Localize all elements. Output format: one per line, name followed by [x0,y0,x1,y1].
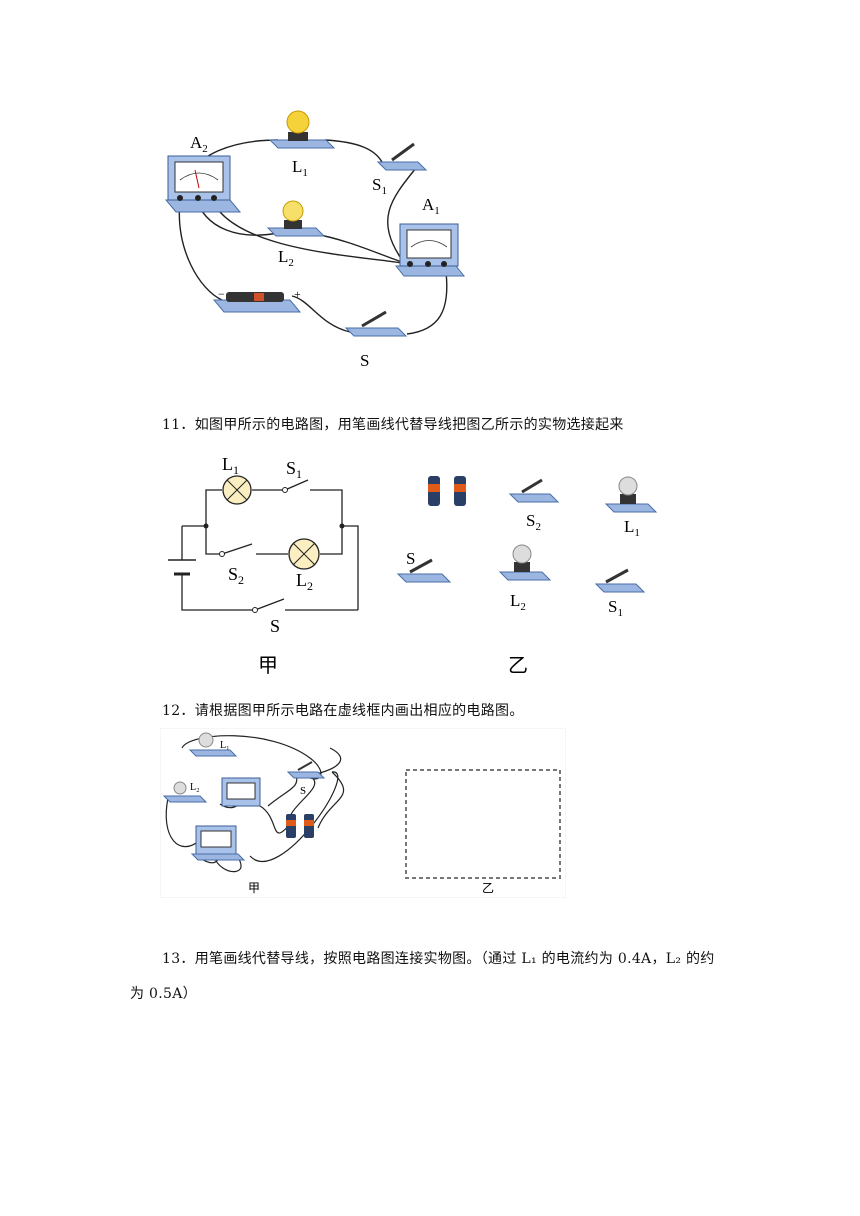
ammeter-q12-upper-icon [221,777,261,807]
objects-q11: S2 L1 S L2 S1 乙 [396,476,658,677]
object-label-l1: L1 [624,517,640,539]
circuit-figure-top: A2 L1 S1 L2 A1 − + S [164,110,466,370]
caption-jia-q11: 甲 [258,655,278,677]
bulb-l1-object-icon [604,476,658,513]
switch-s1-object-icon [594,568,646,593]
caption-yi-q11: 乙 [508,655,528,677]
caption-jia-q12: 甲 [248,881,260,895]
q12-label-l1: L₁ [220,740,230,751]
schematic-label-l1: L1 [222,454,239,477]
label-a1: A1 [422,195,440,217]
object-label-s: S [406,549,415,568]
switch-s1-icon [376,142,428,171]
question-11-text: 11．如图甲所示的电路图，用笔画线代替导线把图乙所示的实物选接起来 [162,417,624,433]
caption-yi-q12: 乙 [482,881,494,895]
label-a2: A2 [190,133,208,155]
bulb-l2-icon [266,200,326,237]
battery-plus-sign: + [294,287,301,301]
label-s: S [360,351,369,370]
schematic-lamp-l1-icon [222,475,252,505]
battery-box-icon [212,292,302,313]
schematic-battery-icon [168,559,196,576]
two-batteries-icon [428,476,466,506]
object-label-l2: L2 [510,591,526,613]
schematic-label-s2: S2 [228,564,244,587]
ammeter-a2-icon [164,155,242,213]
bulb-l1-q12-icon [188,732,238,757]
batteries-q12-icon [286,814,314,838]
schematic-label-s: S [270,616,280,636]
circuit-figure-q12: L₁ L₂ S 甲 乙 [160,728,566,898]
schematic-q11: L1 S1 S2 L2 S 甲 [168,454,359,677]
q12-label-l2: L₂ [190,782,200,793]
q12-label-s: S [300,785,306,797]
bulb-l2-q12-icon [162,781,208,803]
switch-s2-object-icon [508,478,560,503]
question-13-line-1: 13．用笔画线代替导线，按照电路图连接实物图。（通过 L₁ 的电流约为 0.4A… [162,951,715,967]
ammeter-a1-icon [394,223,466,277]
dashed-answer-box [405,769,561,879]
switch-s-object-icon [396,558,452,583]
schematic-label-l2: L2 [296,570,313,593]
bulb-l1-icon [268,110,336,149]
bulb-l2-object-icon [498,544,552,581]
question-12-text: 12．请根据图甲所示电路在虚线框内画出相应的电路图。 [162,703,524,719]
object-label-s1: S1 [608,597,623,619]
battery-minus-sign: − [218,287,225,301]
label-s1: S1 [372,175,387,197]
object-label-s2: S2 [526,511,541,533]
switch-s-q12-icon [286,761,326,779]
question-13-line-2: 为 0.5A） [130,986,197,1002]
label-l1: L1 [292,157,308,179]
schematic-label-s1: S1 [286,458,302,481]
ammeter-q12-lower-icon [190,825,246,861]
switch-s-icon [344,310,408,337]
label-l2: L2 [278,247,294,269]
schematic-lamp-l2-icon [288,538,320,570]
